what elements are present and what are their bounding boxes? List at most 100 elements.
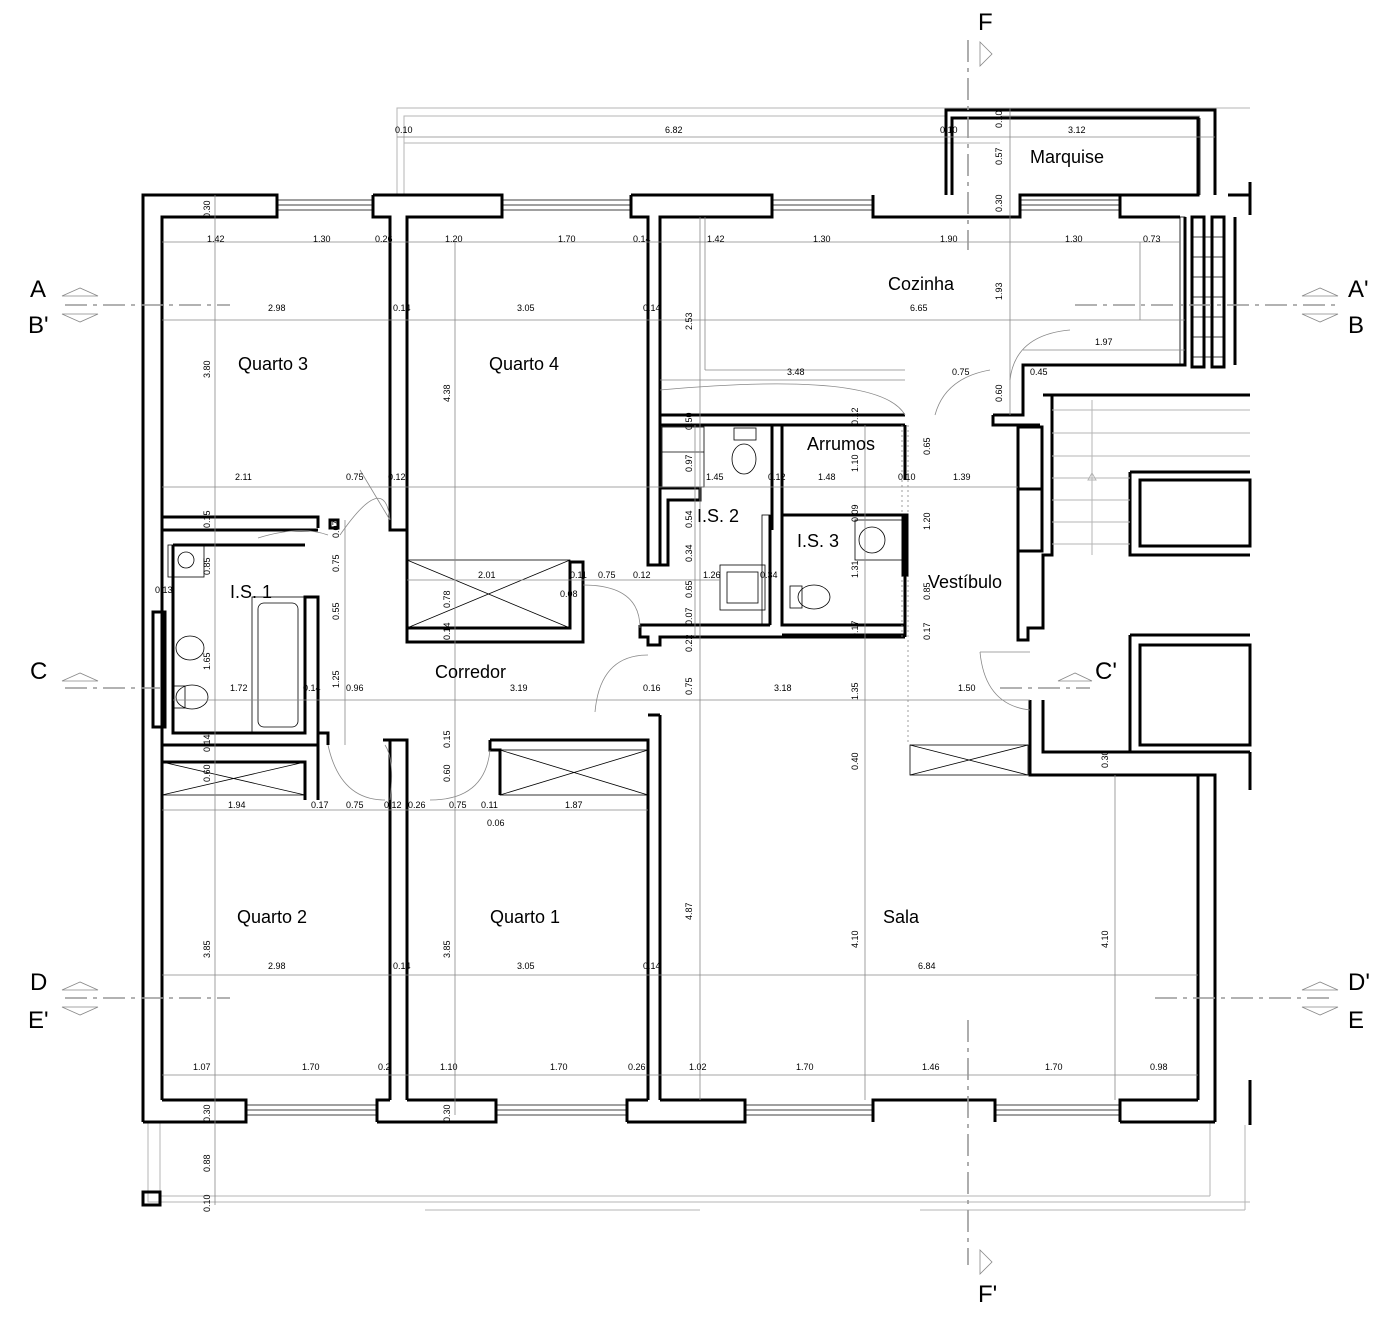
room-sala: Sala xyxy=(883,907,920,927)
dim-label: 0.12 xyxy=(768,472,786,482)
dimension-lines xyxy=(162,108,1215,1205)
dim-label: 0.30 xyxy=(442,1104,452,1122)
dim-label: 2.53 xyxy=(684,312,694,330)
dim-label: 1.90 xyxy=(940,234,958,244)
dim-label: 0.78 xyxy=(442,590,452,608)
terrace-outlines xyxy=(141,107,1250,1211)
dim-label: 0.85 xyxy=(922,582,932,600)
dim-label: 0.12 xyxy=(850,407,860,425)
room-quarto-3: Quarto 3 xyxy=(238,354,308,374)
room-is3: I.S. 3 xyxy=(797,531,839,551)
section-b-prime: B' xyxy=(28,312,49,339)
radiator-grid xyxy=(1190,215,1226,369)
dim-label: 1.70 xyxy=(558,234,576,244)
dim-label: 4.87 xyxy=(684,902,694,920)
dim-label: 0.14 xyxy=(442,622,452,640)
dim-label: 1.20 xyxy=(922,512,932,530)
dim-label: 0.14 xyxy=(202,734,212,752)
dim-label: 6.65 xyxy=(910,303,928,313)
dim-label: 0.60 xyxy=(202,764,212,782)
dim-label: 0.13 xyxy=(155,585,173,595)
dim-label: 1.70 xyxy=(1045,1062,1063,1072)
dim-label: 3.85 xyxy=(202,940,212,958)
stairs xyxy=(1052,400,1250,555)
dim-label: 0.65 xyxy=(684,580,694,598)
dim-label: 0.2 xyxy=(378,1062,391,1072)
room-quarto-2: Quarto 2 xyxy=(237,907,307,927)
dim-label: 1.70 xyxy=(550,1062,568,1072)
dim-label: 3.12 xyxy=(1068,125,1086,135)
dim-label: 0.60 xyxy=(442,764,452,782)
dim-label: 1.07 xyxy=(193,1062,211,1072)
dim-label: 1.02 xyxy=(689,1062,707,1072)
dim-label: 1.35 xyxy=(850,682,860,700)
dim-label: 0.30 xyxy=(1100,750,1110,768)
dim-label: 2.98 xyxy=(268,961,286,971)
dim-label: 3.18 xyxy=(774,683,792,693)
section-a-prime: A' xyxy=(1348,276,1369,303)
room-labels: Marquise Cozinha Quarto 3 Quarto 4 Arrum… xyxy=(230,147,1104,927)
dim-label: 1.25 xyxy=(331,670,341,688)
dim-label: 0.65 xyxy=(922,437,932,455)
dim-label: 0.15 xyxy=(202,510,212,528)
section-cut-lines xyxy=(61,40,1339,1275)
section-f: F xyxy=(978,9,993,36)
dim-label: 0.17 xyxy=(850,620,860,638)
dim-label: 0.75 xyxy=(449,800,467,810)
dim-label: 0.30 xyxy=(202,200,212,218)
dim-label: 3.48 xyxy=(787,367,805,377)
dim-label: 1.46 xyxy=(922,1062,940,1072)
dim-label: 1.30 xyxy=(813,234,831,244)
dim-label: 0.14 xyxy=(393,303,411,313)
dim-label: 0.22 xyxy=(684,634,694,652)
vertical-dimension-labels: 0.10 0.57 0.30 0.30 1.93 2.53 3.80 4.38 … xyxy=(155,110,1110,1212)
dimension-labels: 0.10 6.82 0.10 3.12 1.42 1.30 0.26 1.20 … xyxy=(193,125,1168,1072)
dim-label: 0.16 xyxy=(643,683,661,693)
dim-label: 6.82 xyxy=(665,125,683,135)
section-d: D xyxy=(30,969,47,996)
dim-label: 0.09 xyxy=(850,504,860,522)
room-vestibulo: Vestíbulo xyxy=(928,572,1002,592)
section-c-prime: C' xyxy=(1095,658,1117,685)
dim-label: 0.14 xyxy=(303,683,321,693)
windows xyxy=(246,118,1201,1116)
section-a: A xyxy=(30,276,46,303)
dim-label: 4.10 xyxy=(1100,930,1110,948)
dim-label: 0.10 xyxy=(994,110,1004,128)
dim-label: 1.10 xyxy=(850,454,860,472)
dim-label: 3.05 xyxy=(517,303,535,313)
dim-label: 0.10 xyxy=(395,125,413,135)
dim-label: 1.39 xyxy=(953,472,971,482)
dim-label: 4.10 xyxy=(850,930,860,948)
dim-label: 0.12 xyxy=(633,570,651,580)
section-f-prime: F' xyxy=(978,1281,997,1308)
dim-label: 0.14 xyxy=(643,961,661,971)
section-e: E xyxy=(1348,1007,1364,1034)
room-marquise: Marquise xyxy=(1030,147,1104,167)
dim-label: 0.98 xyxy=(1150,1062,1168,1072)
dim-label: 0.17 xyxy=(311,800,329,810)
dim-label: 0.06 xyxy=(487,818,505,828)
dim-label: 0.26 xyxy=(375,234,393,244)
doors xyxy=(257,329,1071,801)
dim-label: 1.42 xyxy=(707,234,725,244)
dim-label: 1.65 xyxy=(202,652,212,670)
dim-label: 3.05 xyxy=(517,961,535,971)
dim-label: 1.70 xyxy=(796,1062,814,1072)
dim-label: 0.85 xyxy=(202,557,212,575)
dim-label: 1.30 xyxy=(1065,234,1083,244)
dim-label: 0.30 xyxy=(202,1104,212,1122)
dim-label: 0.11 xyxy=(481,800,498,810)
dim-label: 0.14 xyxy=(633,234,651,244)
dim-label: 0.75 xyxy=(684,677,694,695)
dim-label: 0.26 xyxy=(408,800,426,810)
dim-label: 1.45 xyxy=(706,472,724,482)
dim-label: 0.54 xyxy=(684,510,694,528)
dim-label: 0.88 xyxy=(202,1154,212,1172)
dim-label: 3.80 xyxy=(202,360,212,378)
room-arrumos: Arrumos xyxy=(807,434,875,454)
dim-label: 0.17 xyxy=(922,622,932,640)
dim-label: 2.98 xyxy=(268,303,286,313)
room-corredor: Corredor xyxy=(435,662,506,682)
